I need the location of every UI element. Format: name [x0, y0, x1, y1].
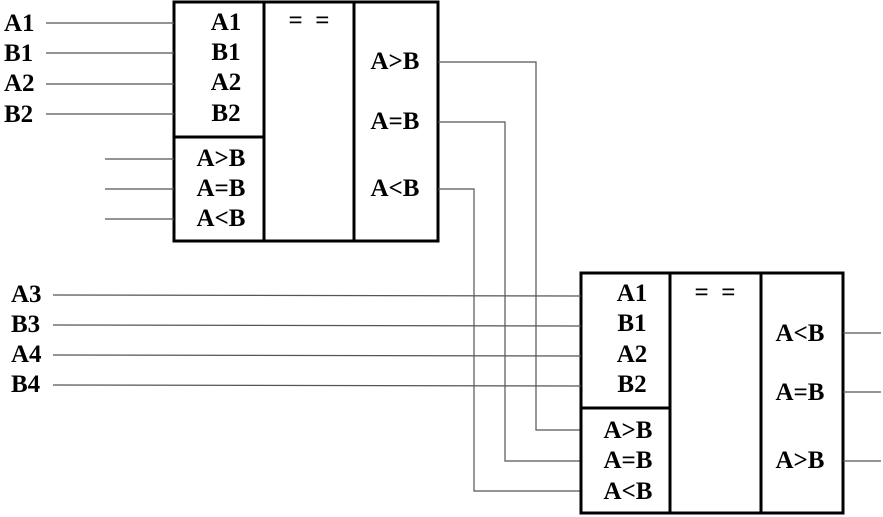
external-inputs-2: A3 B3 A4 B4 [11, 281, 582, 398]
ext-input-b2-label: B2 [4, 101, 33, 128]
comparator-1-function-section [262, 0, 356, 243]
comparator-2-function-section [668, 271, 763, 515]
comparator-2-output-lt: A<B [776, 320, 825, 347]
comparator-1-input-b1: B1 [211, 39, 240, 66]
ext-input-a2-label: A2 [4, 70, 35, 97]
ext-input-a1-label: A1 [4, 10, 35, 37]
comparator-1-function-symbol: = = [289, 7, 330, 34]
comparator-1-output-gt: A>B [371, 48, 420, 75]
ext-input-b4-label: B4 [11, 371, 41, 398]
comparator-2: A1 B1 A2 B2 A>B A=B A<B = = A<B A=B A>B [579, 271, 881, 515]
cascade-connections [438, 61, 581, 492]
wire-eq-to-cascade [438, 121, 581, 462]
comparator-2-input-b2: B2 [617, 371, 646, 398]
comparator-2-cascade-eq: A=B [604, 447, 653, 474]
comparator-2-cascade-gt: A>B [604, 417, 653, 444]
comparator-2-input-a1: A1 [617, 280, 648, 307]
comparator-1-input-a1: A1 [211, 9, 242, 36]
comparator-2-output-section [759, 271, 845, 515]
ext-input-a3-label: A3 [11, 281, 42, 308]
external-inputs-1: A1 B1 A2 B2 [4, 10, 174, 220]
wire-lt-to-cascade [438, 188, 581, 492]
comparator-1-output-lt: A<B [371, 175, 420, 202]
comparator-1-input-a2: A2 [211, 69, 242, 96]
comparator-2-input-a2: A2 [617, 341, 648, 368]
comparator-2-input-b1: B1 [617, 310, 646, 337]
comparator-1-input-b2: B2 [211, 100, 240, 127]
comparator-2-output-gt: A>B [776, 447, 825, 474]
ext-input-b1-label: B1 [4, 40, 33, 67]
comparator-1-cascade-gt: A>B [197, 145, 246, 172]
ext-input-a4-label: A4 [11, 341, 42, 368]
wire-a4 [52, 354, 582, 357]
comparator-2-function-symbol: = = [695, 279, 736, 306]
wire-b3 [52, 324, 582, 327]
comparator-1-cascade-eq: A=B [197, 175, 246, 202]
wire-a3 [52, 294, 582, 297]
comparator-1-output-eq: A=B [371, 108, 420, 135]
ext-input-b3-label: B3 [11, 311, 40, 338]
comparator-2-cascade-lt: A<B [604, 478, 653, 505]
comparator-1: A1 B1 A2 B2 A>B A=B A<B = = A>B A=B A<B [172, 0, 440, 243]
wire-gt-to-cascade [438, 61, 581, 431]
comparator-2-output-eq: A=B [776, 379, 825, 406]
comparator-1-cascade-lt: A<B [197, 205, 246, 232]
wire-b4 [52, 384, 582, 387]
